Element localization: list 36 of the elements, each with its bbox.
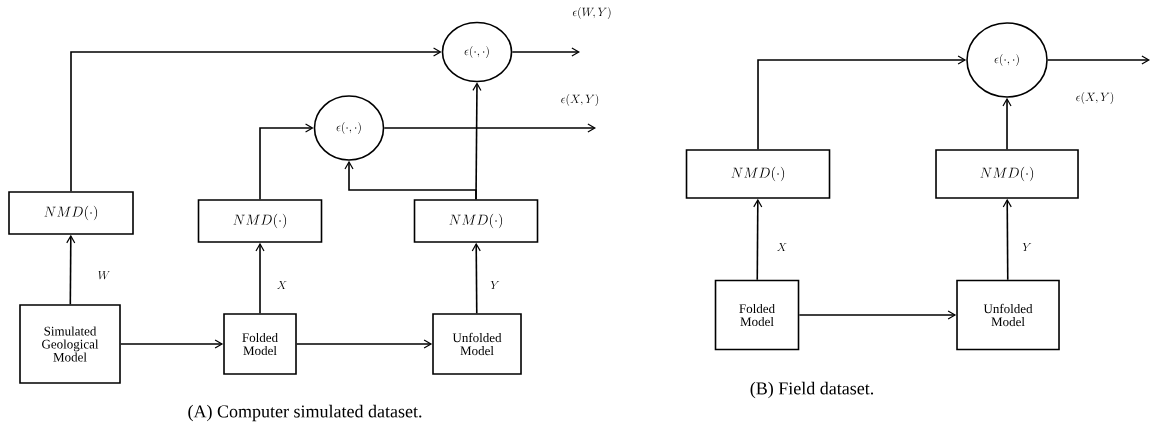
arrow — [66, 234, 76, 305]
caption: (B) Field dataset. — [750, 381, 874, 399]
arrow — [471, 242, 481, 314]
arrow — [511, 47, 580, 57]
arrow — [255, 242, 265, 314]
caption: (A) Computer simulated dataset. — [188, 404, 422, 422]
arrow — [120, 339, 224, 349]
edge-label: $W$ — [96, 269, 112, 281]
function-box: $NMD(\cdot)$ — [685, 149, 831, 199]
arrow — [1002, 198, 1012, 281]
function-box: $NMD(\cdot)$ — [413, 199, 539, 243]
edge-label: $X$ — [275, 279, 289, 291]
function-box: $NMD(\cdot)$ — [935, 149, 1079, 199]
arrow — [1047, 55, 1151, 65]
model-box: Simulated Geological Model — [19, 304, 121, 384]
arrow — [259, 123, 314, 200]
edge-label: $X$ — [775, 241, 789, 253]
edge-label: $\epsilon(W,Y)$ — [571, 6, 613, 20]
model-box: Folded Model — [714, 279, 800, 351]
arrow — [753, 198, 763, 281]
model-box: Folded Model — [223, 313, 297, 375]
edge-label: $\epsilon(X,Y)$ — [559, 93, 601, 107]
arrow — [1002, 97, 1012, 150]
model-box: Unfolded Model — [956, 279, 1060, 351]
arrow — [70, 47, 442, 192]
arrow — [472, 82, 482, 200]
edge-label: $Y$ — [489, 279, 501, 291]
arrow — [383, 123, 596, 133]
model-box: Unfolded Model — [432, 313, 522, 375]
edge-label: $Y$ — [1021, 241, 1033, 253]
arrow — [757, 55, 967, 150]
edge-label: $\epsilon(X,Y)$ — [1074, 91, 1116, 105]
arrow — [798, 310, 957, 320]
arrow — [296, 339, 433, 349]
function-box: $NMD(\cdot)$ — [8, 191, 134, 235]
function-box: $NMD(\cdot)$ — [197, 199, 323, 243]
